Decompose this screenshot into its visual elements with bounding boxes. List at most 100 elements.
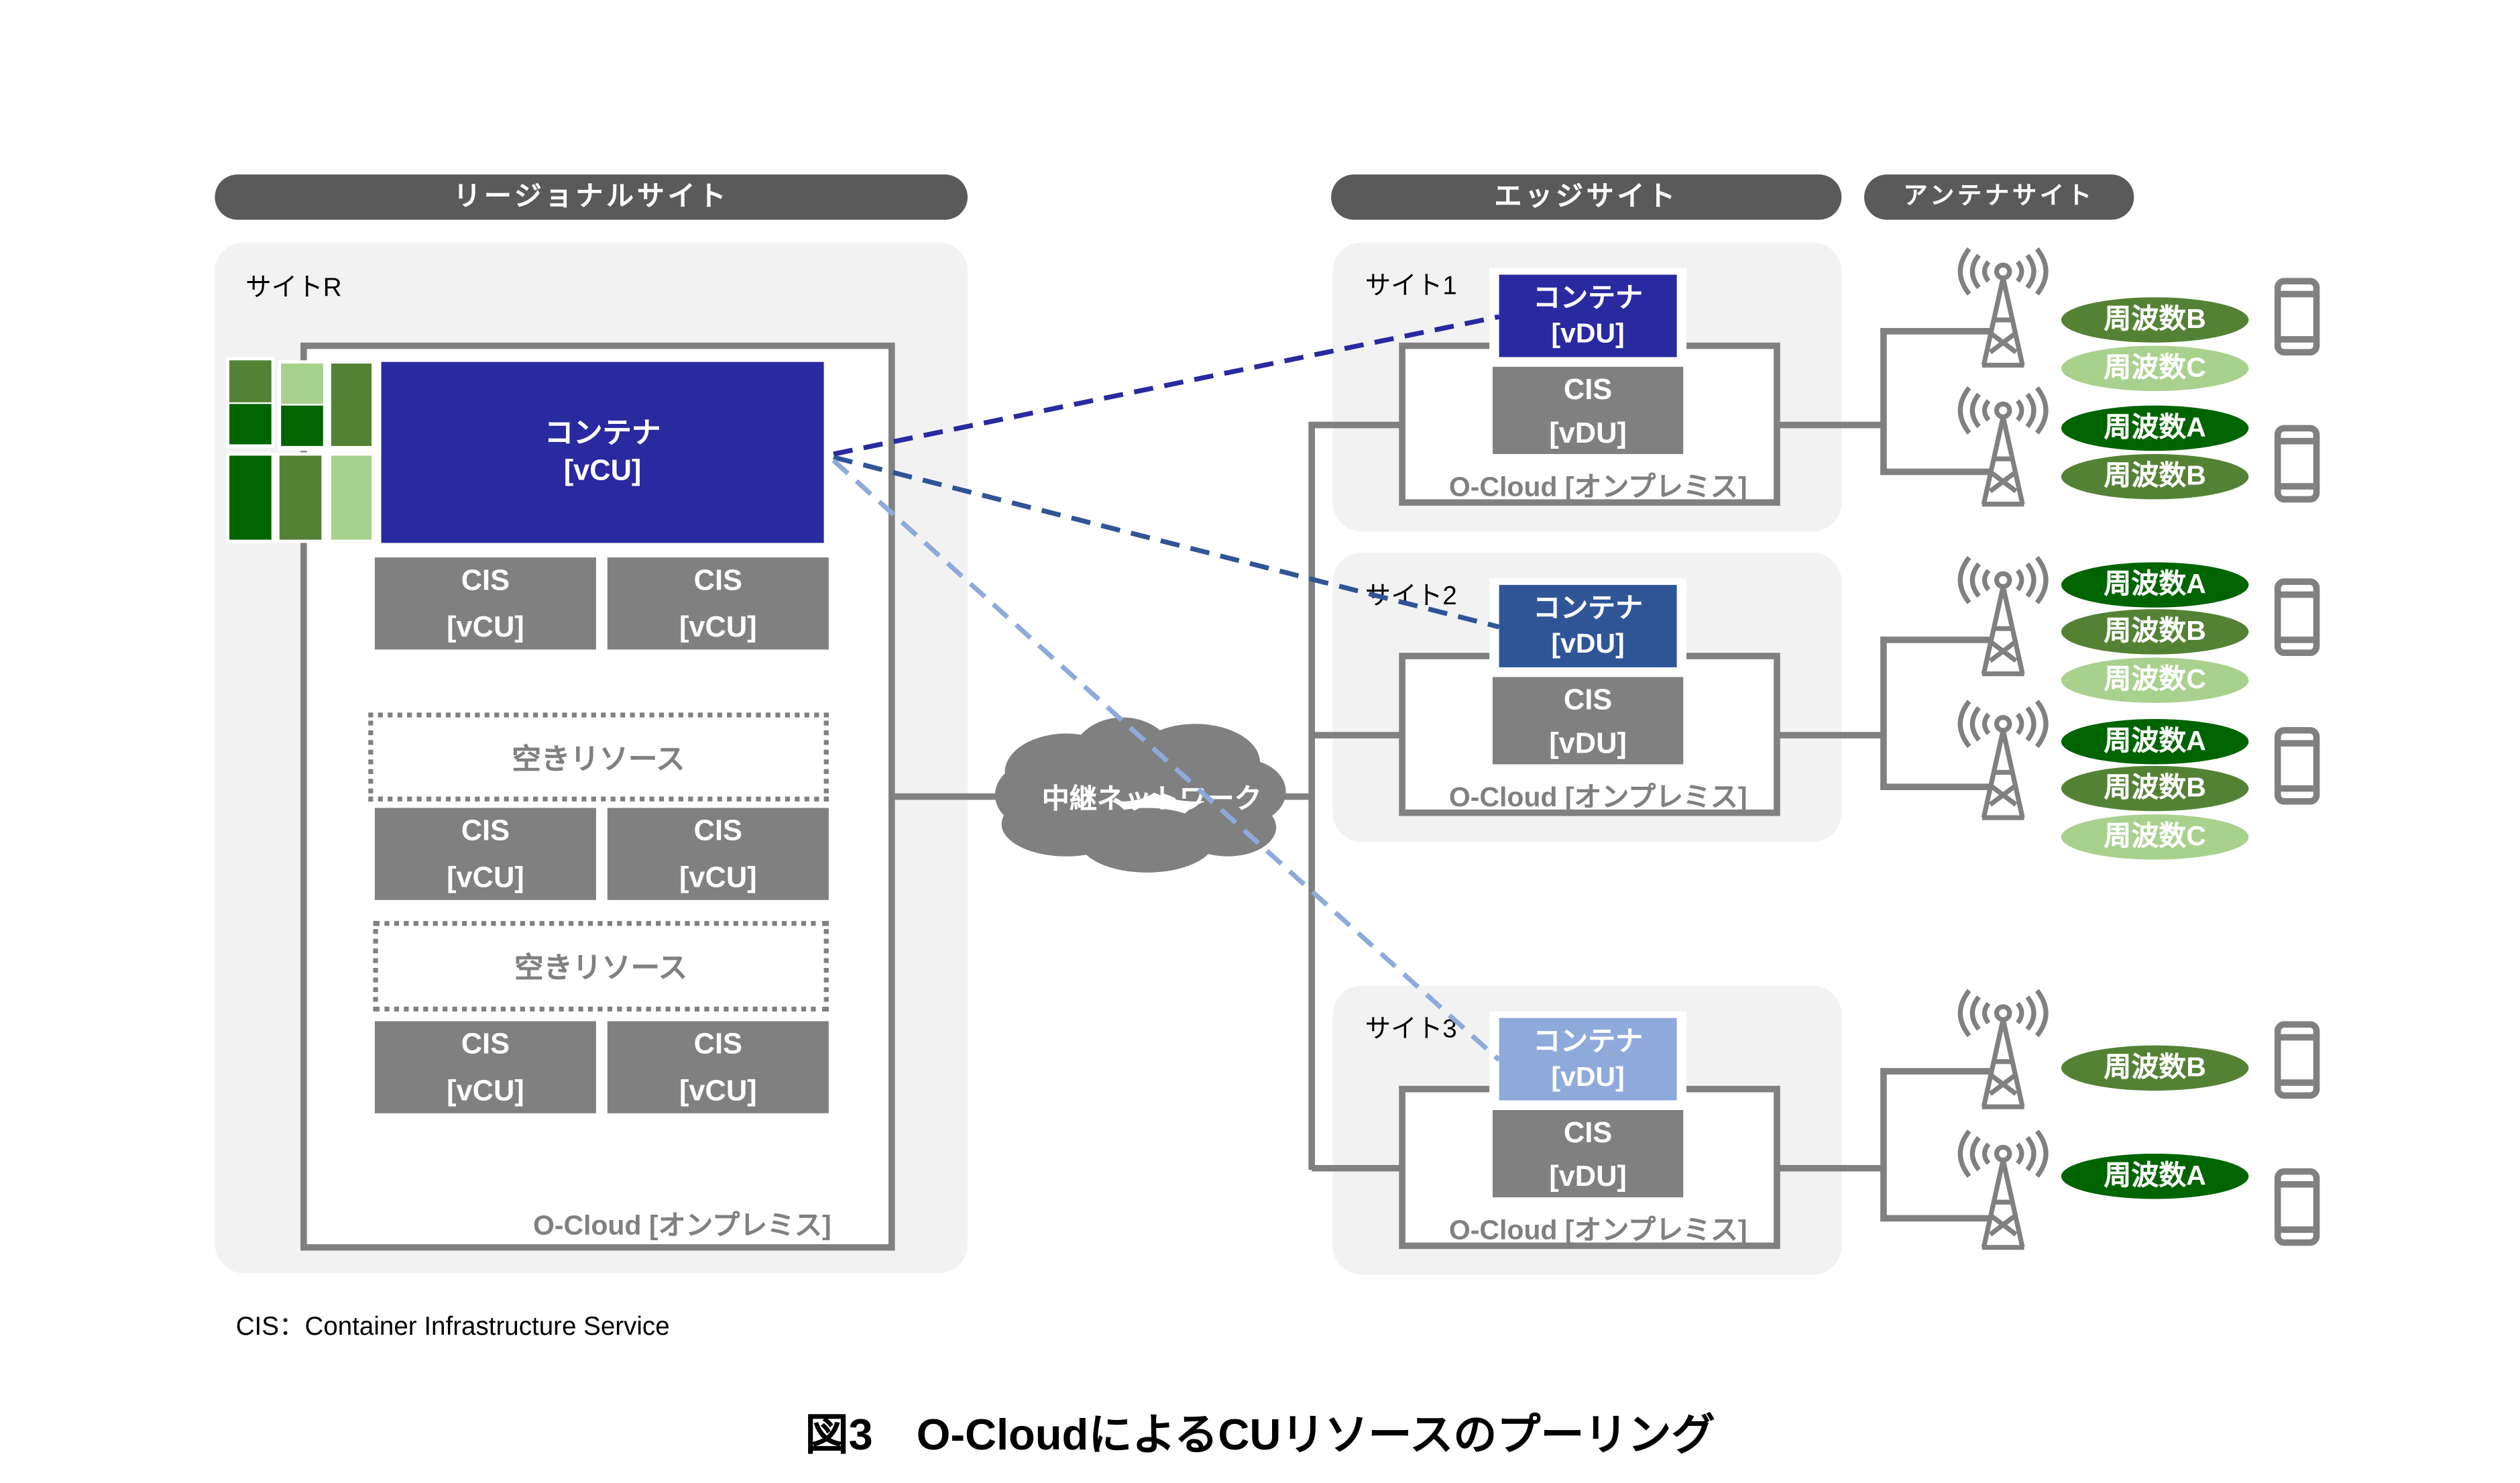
cis-line2: [vCU] (447, 610, 524, 643)
link-site3-antennas (1776, 1164, 1884, 1172)
smartphone-icon (2278, 281, 2317, 352)
antenna-branch (1880, 1068, 1887, 1220)
edge-site-header: エッジサイト (1331, 174, 1842, 220)
cis-line1: CIS (693, 564, 742, 597)
site-r-ocloud-label: O-Cloud [オンプレミス] (532, 1210, 832, 1242)
cis-vcu-block: CIS [vCU] (374, 557, 596, 650)
cis-line2: [vCU] (679, 610, 757, 643)
site-2-cis: CIS [vDU] (1492, 677, 1684, 765)
link-bus-site3 (1312, 1164, 1403, 1172)
vcu-container-line1: コンテナ (544, 416, 661, 449)
cis-line2: [vCU] (447, 1074, 524, 1107)
cis-line1: CIS (1563, 1115, 1613, 1148)
antenna-branch (1880, 328, 1990, 335)
link-vcu-site2 (833, 455, 1500, 630)
site-1-vdu-container: コンテナ[vDU] (1499, 274, 1677, 358)
regional-site-header: リージョナルサイト (215, 174, 968, 220)
link-vcu-site3 (832, 458, 1501, 1062)
link-network-bus (1276, 793, 1312, 800)
site-2-vdu-container: コンテナ[vDU] (1499, 585, 1677, 667)
site-2-ocloud-label: O-Cloud [オンプレミス] (1448, 781, 1748, 813)
site-3-cis: CIS [vDU] (1492, 1109, 1684, 1198)
cis-line1: CIS (461, 564, 510, 597)
cis-line2: [vCU] (679, 861, 757, 893)
free-resource-slot: 空きリソース (368, 712, 829, 802)
container-line1: コンテナ (1533, 593, 1643, 624)
cis-vcu-block: CIS [vCU] (374, 808, 596, 900)
link-site1-antennas (1776, 421, 1884, 429)
site-r-label: サイトR (245, 274, 342, 303)
container-line2: [vDU] (1551, 317, 1625, 349)
link-site2-antennas (1776, 732, 1884, 738)
network-label: 中継ネットワーク (1041, 783, 1262, 815)
site-1-cis: CIS [vDU] (1492, 366, 1684, 454)
antenna-branch (1880, 468, 1990, 476)
antenna-branch (1880, 1215, 1990, 1222)
antenna-tower-icon (1960, 388, 2046, 504)
cis-vcu-block: CIS [vCU] (607, 557, 829, 650)
container-line2: [vDU] (1551, 1060, 1625, 1092)
cis-line2: [vCU] (447, 861, 524, 893)
cis-line2: [vDU] (1549, 1159, 1627, 1192)
cis-line2: [vDU] (1549, 416, 1627, 449)
antenna-tower-icon (1960, 702, 2046, 818)
site-3-label: サイト3 (1365, 1016, 1457, 1044)
freq-badge-b: 周波数B (2061, 765, 2249, 812)
vcu-container: コンテナ [vCU] (381, 362, 824, 543)
antenna-tower-icon (1960, 557, 2046, 673)
link-bus-site1 (1312, 421, 1403, 429)
antenna-branch (1880, 1068, 1990, 1075)
freq-badge-a: 周波数A (2061, 562, 2249, 608)
link-vcu-site1 (833, 314, 1500, 457)
antenna-branch (1880, 637, 1990, 643)
smartphone-icon (2278, 1172, 2317, 1243)
smartphone-icon (2278, 428, 2317, 499)
site-1-label: サイト1 (1365, 273, 1457, 301)
footnote: CIS：Container Infrastructure Service (235, 1313, 670, 1341)
edge-bus-line (1308, 421, 1315, 1170)
antenna-tower-icon (1960, 249, 2046, 365)
freq-badge-c: 周波数C (2061, 345, 2249, 391)
site-1-ocloud-label: O-Cloud [オンプレミス] (1448, 472, 1748, 503)
site-3-ocloud-label: O-Cloud [オンプレミス] (1448, 1215, 1748, 1246)
cis-vcu-block: CIS [vCU] (374, 1021, 596, 1113)
cloud-icon (994, 717, 1286, 873)
cis-line1: CIS (693, 814, 742, 847)
smartphone-icon (2278, 730, 2317, 802)
container-line2: [vDU] (1551, 627, 1625, 659)
container-line1: コンテナ (1533, 1026, 1643, 1058)
smartphone-icon (2278, 1024, 2317, 1095)
freq-badge-b: 周波数B (2061, 453, 2249, 500)
free-resource-slot: 空きリソース (373, 921, 829, 1012)
freq-badge-a: 周波数A (2061, 405, 2249, 451)
antenna-tower-icon (1960, 1131, 2046, 1247)
antenna-branch (1880, 328, 1887, 474)
freq-badge-c: 周波数C (2061, 814, 2249, 860)
cis-line1: CIS (461, 814, 510, 847)
freq-badge-b: 周波数B (2061, 609, 2249, 655)
link-regional-network (895, 793, 1009, 800)
freq-badge-a: 周波数A (2061, 719, 2249, 765)
vcu-container-line2: [vCU] (563, 453, 642, 487)
cis-line2: [vCU] (679, 1074, 757, 1107)
cis-line1: CIS (693, 1028, 742, 1060)
antenna-branch (1880, 637, 1887, 789)
freq-badge-b: 周波数B (2061, 1045, 2249, 1091)
freq-badge-b: 周波数B (2061, 297, 2249, 343)
figure-caption: 図3 O-CloudによるCUリソースのプーリング (805, 1411, 1715, 1460)
cis-vcu-block: CIS [vCU] (607, 808, 829, 900)
freq-badge-a: 周波数A (2061, 1154, 2249, 1199)
freq-badge-c: 周波数C (2061, 657, 2249, 703)
cis-vcu-block: CIS [vCU] (607, 1021, 829, 1113)
cis-line1: CIS (461, 1028, 510, 1060)
link-bus-site2 (1312, 732, 1403, 738)
cis-line2: [vDU] (1549, 726, 1627, 759)
site-3-vdu-container: コンテナ[vDU] (1499, 1018, 1677, 1101)
cis-line1: CIS (1563, 372, 1613, 405)
smartphone-icon (2278, 582, 2317, 653)
cis-line1: CIS (1563, 682, 1613, 715)
antenna-site-header: アンテナサイト (1864, 174, 2134, 220)
